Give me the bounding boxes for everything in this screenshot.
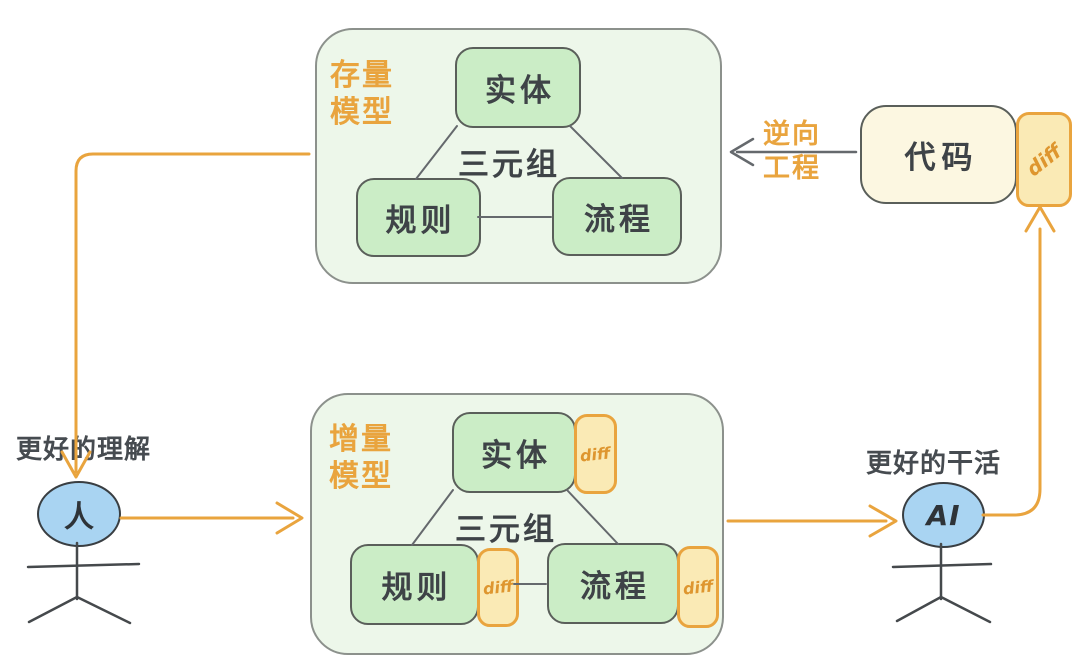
ai-right-leg (939, 595, 992, 624)
human-caption: 更好的理解 (16, 435, 152, 465)
ai-arms (891, 562, 993, 569)
stock-model-title-line1: 存量 (330, 58, 394, 93)
stock-entity-node: 实体 (455, 47, 581, 128)
ai-caption: 更好的干活 (866, 449, 1002, 479)
reverse-engineering-line1: 逆向 (763, 119, 821, 150)
code-diff-tag: diff (1016, 112, 1072, 207)
incremental-rule-diff-label: diff (481, 576, 515, 599)
incremental-model-title: 增量 模型 (329, 421, 393, 495)
reverse-engineering-line2: 工程 (763, 153, 821, 184)
incremental-model-title-line1: 增量 (329, 422, 393, 457)
ai-head: AI (902, 482, 985, 548)
incremental-entity-node: 实体 (452, 412, 576, 493)
incremental-rule-diff-tag: diff (477, 548, 519, 627)
stock-triple-label: 三元组 (458, 147, 560, 183)
stock-model-title-line2: 模型 (330, 95, 394, 130)
incremental-process-diff-label: diff (681, 575, 715, 599)
incremental-process-diff-tag: diff (677, 546, 719, 628)
stock-to-human-arrow-line (74, 152, 311, 474)
reverse-engineering-label: 逆向 工程 (748, 118, 836, 186)
human-head: 人 (37, 481, 121, 547)
human-to-incremental-arrowhead (275, 501, 304, 535)
stock-rule-node: 规则 (356, 178, 481, 257)
code-diff-label: diff (1021, 138, 1067, 181)
incremental-model-title-line2: 模型 (329, 459, 393, 494)
incremental-triple-label: 三元组 (455, 512, 557, 548)
stock-process-node: 流程 (552, 177, 682, 256)
incremental-rule-node: 规则 (350, 544, 479, 625)
human-right-leg (75, 595, 132, 625)
ai-left-leg (895, 595, 943, 623)
incremental-to-ai-arrowhead (868, 504, 898, 538)
human-arms (26, 562, 141, 569)
code-box: 代码 (860, 105, 1017, 204)
incremental-entity-diff-tag: diff (574, 414, 617, 494)
ai-to-code-diff-arrowhead (1024, 205, 1056, 233)
human-left-leg (27, 595, 79, 624)
incremental-entity-diff-label: diff (579, 442, 612, 466)
stock-model-title: 存量 模型 (330, 57, 394, 131)
incremental-process-node: 流程 (547, 543, 679, 624)
